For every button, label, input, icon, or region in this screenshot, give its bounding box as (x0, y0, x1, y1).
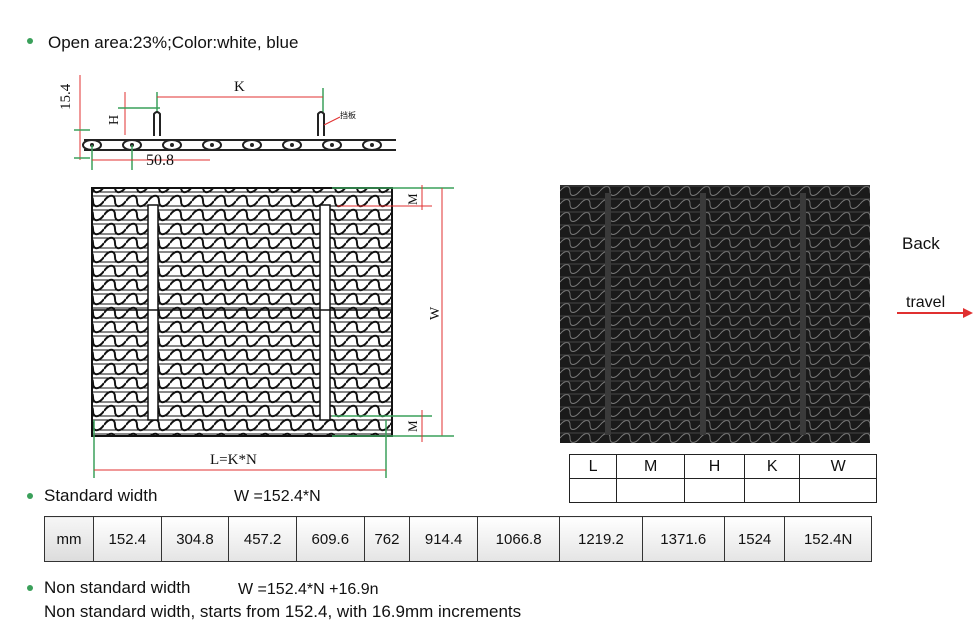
dim-header-m: M (616, 454, 686, 479)
width-cell: 1371.6 (641, 516, 725, 562)
nonstandard-width-formula: W =152.4*N +16.9n (238, 581, 379, 598)
dim-value-h (684, 478, 745, 503)
dim-w-label: W (428, 306, 443, 320)
width-cell: 1066.8 (476, 516, 561, 562)
dim-header-l: L (568, 454, 618, 479)
standard-width-label: Standard width (44, 486, 158, 505)
dim-header-k: K (743, 454, 801, 479)
unit-cell: mm (44, 516, 94, 562)
travel-label: travel (906, 294, 946, 311)
bullet-icon (27, 38, 33, 44)
dim-l-label: L=K*N (210, 452, 257, 468)
belt-side-profile-drawing (74, 75, 396, 170)
width-cell: 304.8 (160, 516, 230, 562)
standard-width-formula: W =152.4*N (234, 488, 321, 505)
width-cell: 1524 (723, 516, 786, 562)
dim-value-l (568, 478, 618, 503)
dim-m-bottom-label: M (405, 420, 420, 432)
dimension-table: L M H K W (568, 454, 877, 503)
width-cell: 609.6 (295, 516, 365, 562)
width-cell: 152.4N (784, 516, 872, 562)
standard-width-table: mm 152.4 304.8 457.2 609.6 762 914.4 106… (44, 516, 872, 562)
width-cell: 1219.2 (559, 516, 643, 562)
open-area-text: Open area:23%;Color:white, blue (48, 33, 299, 52)
standard-width-row: mm 152.4 304.8 457.2 609.6 762 914.4 106… (44, 516, 872, 562)
dim-h-label: H (107, 114, 122, 125)
belt-photo-image (560, 185, 870, 443)
bullet-icon (27, 585, 33, 591)
travel-arrow-icon (897, 308, 973, 318)
dim-value-k (743, 478, 801, 503)
dimension-header-row: L M H K W (568, 454, 877, 479)
belt-top-view-drawing (91, 185, 454, 478)
dim-15-4-label: 15.4 (58, 83, 74, 110)
dim-pitch-label: 50.8 (146, 152, 174, 169)
dim-header-h: H (684, 454, 745, 479)
width-cell: 914.4 (409, 516, 478, 562)
width-cell: 152.4 (93, 516, 162, 562)
back-label: Back (902, 234, 940, 253)
dim-header-w: W (799, 454, 877, 479)
nonstandard-width-label: Non standard width (44, 578, 191, 597)
dim-k-label: K (234, 79, 245, 95)
nonstandard-width-note: Non standard width, starts from 152.4, w… (44, 602, 522, 621)
flight-note-label: 挡板 (340, 111, 356, 120)
dim-m-top-label: M (405, 193, 420, 205)
width-cell: 762 (363, 516, 411, 562)
dim-value-m (616, 478, 686, 503)
dim-value-w (799, 478, 877, 503)
width-cell: 457.2 (228, 516, 297, 562)
bullet-icon (27, 493, 33, 499)
dimension-value-row (568, 478, 877, 503)
